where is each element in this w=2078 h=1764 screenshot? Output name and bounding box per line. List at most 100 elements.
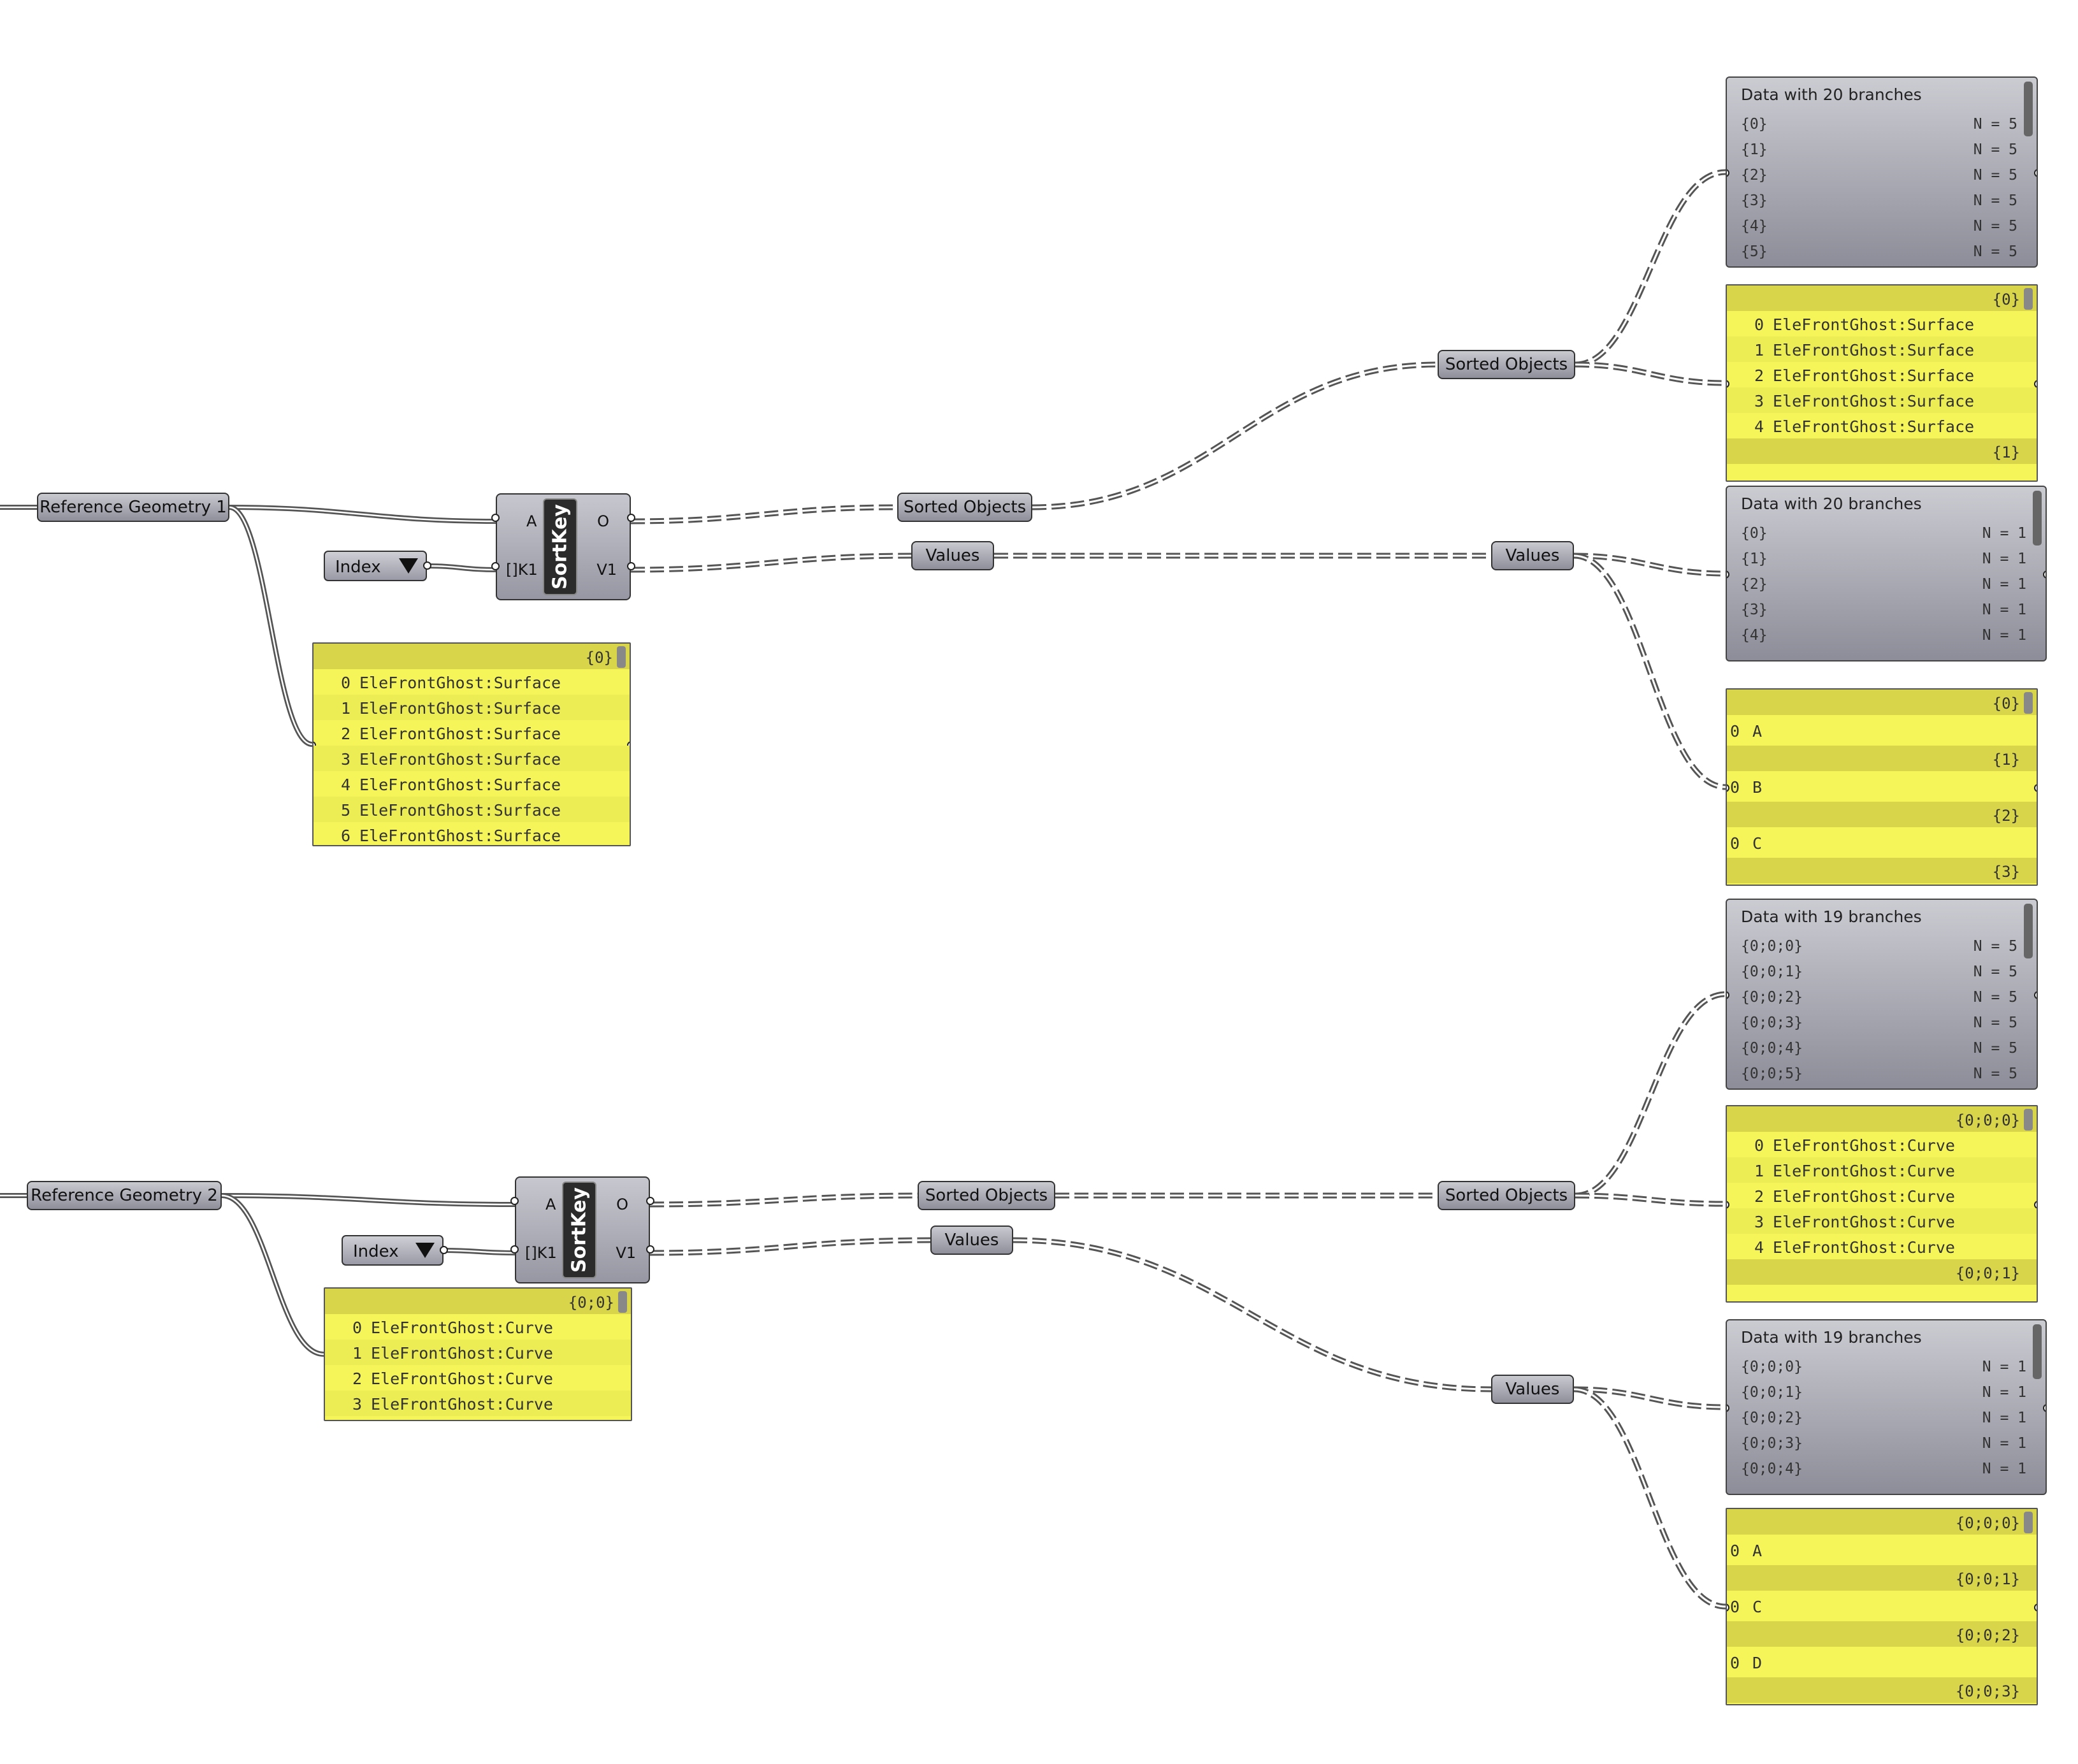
branch-row: {2}N = 1: [1727, 572, 2046, 598]
branch-path: {0;0;0}: [1741, 1359, 1803, 1375]
dropdown-arrow-icon[interactable]: [415, 1243, 435, 1258]
branch-count: N = 1: [1982, 1384, 2026, 1401]
wire-ref-to-a: [229, 505, 496, 524]
branch-row: {0;0;5}N = 5: [1727, 1062, 2037, 1087]
values-relay[interactable]: Values: [930, 1225, 1013, 1255]
output-o-label: O: [597, 512, 609, 530]
scrollbar[interactable]: [2024, 1109, 2033, 1131]
row-index: 0: [1729, 1654, 1740, 1672]
scrollbar[interactable]: [618, 1291, 627, 1313]
branch-path: {3}: [1992, 863, 2020, 881]
panel-branch-header: {3}: [1727, 858, 2037, 883]
scrollbar[interactable]: [2024, 82, 2033, 136]
index-value-list[interactable]: Index: [324, 551, 431, 581]
row-index: 0: [1729, 1598, 1740, 1616]
branch-path: {0}: [1741, 525, 1768, 542]
values-tree-statistics-panel[interactable]: Data with 19 branches{0;0;0}N = 1{0;0;1}…: [1726, 1319, 2047, 1495]
index-value-list[interactable]: Index: [342, 1235, 448, 1266]
value-list-output-grip[interactable]: [440, 1246, 448, 1254]
values-relay-2[interactable]: Values: [1491, 541, 1574, 570]
input-k1-grip[interactable]: [510, 1245, 519, 1254]
output-v1-grip[interactable]: [627, 562, 635, 570]
component-name: SortKey: [568, 1187, 591, 1273]
wire-ref-to-panel-core: [229, 506, 313, 746]
input-a-label: A: [545, 1196, 556, 1213]
wire-to-tree-values-core: [1573, 1388, 1726, 1408]
branch-row: {4}N = 1: [1727, 623, 2046, 649]
branch-row: {0;0;2}N = 1: [1727, 1406, 2046, 1431]
output-o-grip[interactable]: [646, 1197, 654, 1205]
scrollbar[interactable]: [2024, 904, 2033, 958]
wire-to-values-panel-core: [1573, 554, 1726, 788]
row-index: 1: [352, 1344, 362, 1363]
row-index: 1: [1754, 1162, 1764, 1180]
branch-row: {3}N = 5: [1727, 189, 2037, 214]
input-k1-grip[interactable]: [491, 562, 500, 570]
input-a-grip[interactable]: [491, 514, 500, 522]
branch-count: N = 5: [1973, 192, 2017, 209]
row-index: 3: [1754, 392, 1764, 410]
values-relay-2[interactable]: Values: [1491, 1375, 1574, 1404]
scrollbar[interactable]: [2033, 491, 2042, 546]
output-v1-grip[interactable]: [646, 1245, 654, 1254]
output-o-label: O: [616, 1196, 628, 1213]
row-index: 0: [1729, 1542, 1740, 1560]
row-index: 6: [340, 827, 350, 845]
scrollbar[interactable]: [2024, 692, 2033, 714]
row-index: 0: [1754, 315, 1764, 334]
branch-path: {1}: [1992, 751, 2020, 769]
sorted-objects-relay-2[interactable]: Sorted Objects: [1438, 350, 1575, 379]
branch-count: N = 5: [1973, 964, 2017, 980]
panel-branch-header: {1}: [1727, 438, 2037, 464]
reference-geometry-param[interactable]: Reference Geometry 1: [37, 493, 229, 522]
scrollbar[interactable]: [2024, 288, 2033, 310]
scrollbar[interactable]: [2033, 1324, 2042, 1379]
output-o-grip[interactable]: [627, 514, 635, 522]
sorted-tree-statistics-panel[interactable]: Data with 19 branches{0;0;0}N = 5{0;0;1}…: [1726, 899, 2038, 1090]
values-tree-statistics-panel[interactable]: Data with 20 branches{0}N = 1{1}N = 1{2}…: [1726, 486, 2047, 662]
branch-row: {3}N = 1: [1727, 598, 2046, 623]
values-relay[interactable]: Values: [911, 541, 994, 570]
branch-row: {0;0;2}N = 5: [1727, 985, 2037, 1011]
sorted-objects-relay[interactable]: Sorted Objects: [918, 1181, 1055, 1210]
wire-to-tree-sorted-core: [1575, 993, 1726, 1197]
row-index: 0: [1729, 834, 1740, 853]
sorted-tree-statistics-panel[interactable]: Data with 20 branches{0}N = 5{1}N = 5{2}…: [1726, 76, 2038, 268]
branch-row: {0;0;4}N = 5: [1727, 1036, 2037, 1062]
branch-count: N = 1: [1982, 1461, 2026, 1477]
panel-branch-header: {0;0;0}: [1727, 1106, 2037, 1132]
sorted-objects-relay[interactable]: Sorted Objects: [897, 493, 1032, 522]
branch-path: {0;0}: [568, 1294, 614, 1312]
value-list-label: Index: [335, 558, 381, 577]
scrollbar[interactable]: [617, 646, 626, 668]
panel-branch-header: {0;0;2}: [1727, 1621, 2037, 1647]
dropdown-arrow-icon[interactable]: [399, 558, 418, 574]
row-value: EleFrontGhost:Curve: [371, 1395, 553, 1413]
panel-branch-header: {0;0;1}: [1727, 1565, 2037, 1591]
reference-geometry-param[interactable]: Reference Geometry 2: [27, 1181, 222, 1210]
sorted-objects-relay-2[interactable]: Sorted Objects: [1438, 1181, 1575, 1210]
value-list-output-grip[interactable]: [423, 561, 431, 570]
output-v1-label: V1: [616, 1244, 636, 1262]
row-value: EleFrontGhost:Curve: [371, 1370, 553, 1388]
wire-ref-to-panel: [229, 505, 313, 747]
input-a-grip[interactable]: [510, 1197, 519, 1205]
panel-branch-header: {0}: [1727, 286, 2037, 311]
scrollbar[interactable]: [2024, 1512, 2033, 1533]
